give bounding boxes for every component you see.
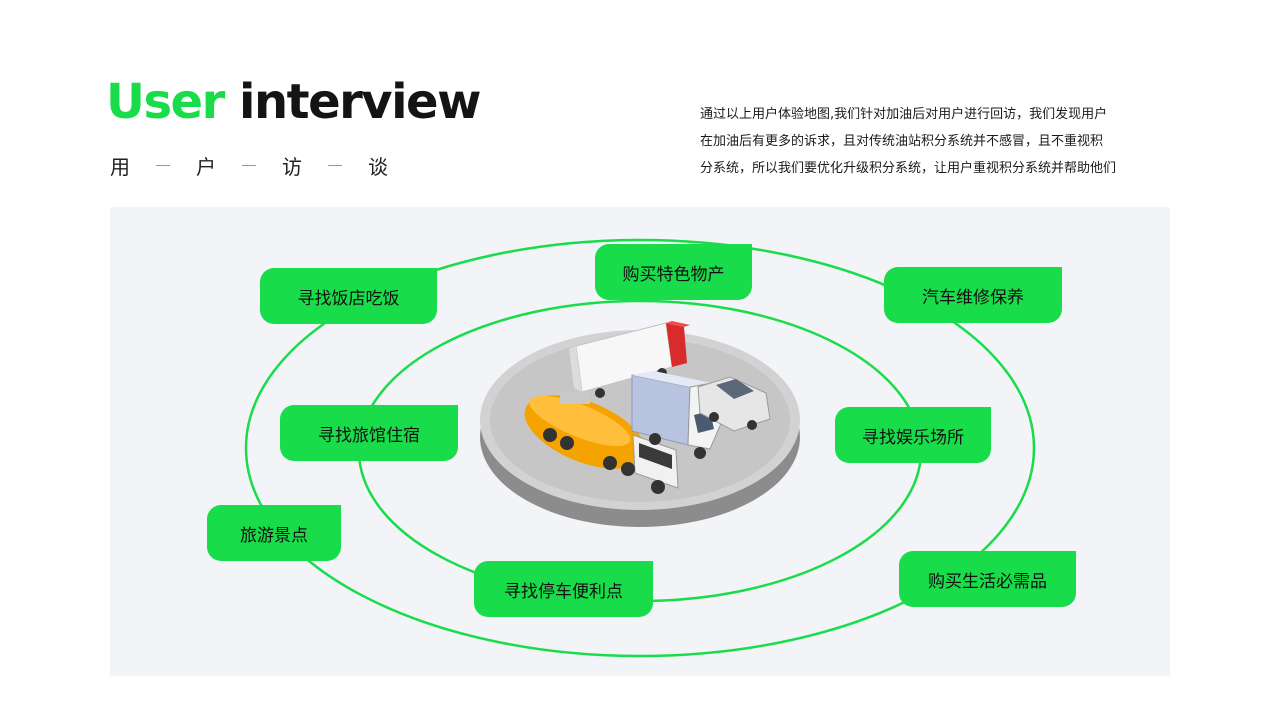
description-line: 通过以上用户体验地图,我们针对加油后对用户进行回访，我们发现用户 (700, 107, 1108, 122)
need-tag-tourism: 旅游景点 (207, 505, 341, 561)
tanker-truck-icon (524, 392, 679, 494)
need-tag-entertainment: 寻找娱乐场所 (835, 407, 991, 463)
outer-ring (244, 238, 1036, 658)
subtitle-char: 户 (196, 154, 216, 179)
subtitle-char: 谈 (368, 154, 388, 179)
diagram-panel: 寻找饭店吃饭 购买特色物产 汽车维修保养 寻找旅馆住宿 寻找娱乐场所 旅游景点 … (110, 207, 1170, 676)
description-line: 分系统，所以我们要优化升级积分系统，让用户重视积分系统并帮助他们 (700, 161, 1117, 176)
need-tag-specialty: 购买特色物产 (595, 244, 752, 300)
subtitle-char: 用 (110, 154, 130, 179)
title-rest: interview (239, 74, 481, 130)
subtitle-dash (328, 164, 342, 166)
gas-station-illustration (480, 321, 800, 527)
box-truck-icon (569, 321, 690, 398)
subtitle-dash (156, 164, 170, 166)
description-line: 在加油后有更多的诉求，且对传统油站积分系统并不感冒，且不重视积 (700, 134, 1104, 149)
subtitle-char: 访 (282, 154, 302, 179)
page-title: User interview (106, 72, 481, 132)
need-tag-restaurant: 寻找饭店吃饭 (260, 268, 437, 324)
subtitle-dash (242, 164, 256, 166)
need-tag-parking: 寻找停车便利点 (474, 561, 653, 617)
subtitle: 用 户 访 谈 (109, 150, 389, 180)
need-tag-car-maintenance: 汽车维修保养 (884, 267, 1062, 323)
description: 通过以上用户体验地图,我们针对加油后对用户进行回访，我们发现用户 在加油后有更多… (700, 101, 1170, 182)
need-tag-hotel: 寻找旅馆住宿 (280, 405, 458, 461)
need-tag-necessities: 购买生活必需品 (899, 551, 1076, 607)
car-icon (697, 376, 771, 432)
title-accent: User (106, 74, 225, 130)
diagram-graphic (244, 238, 1036, 658)
